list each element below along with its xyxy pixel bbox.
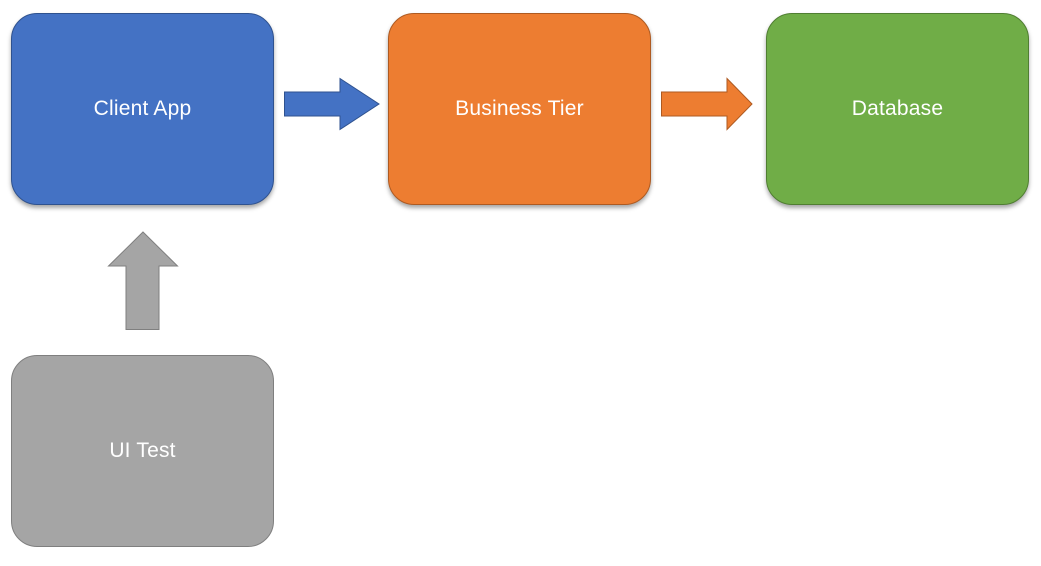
arrow-uitest-to-client [107, 231, 179, 330]
arrow-client-to-business [284, 77, 380, 131]
client-app-label: Client App [93, 97, 192, 120]
arrow-business-to-database-shape [661, 77, 753, 131]
database-label: Database [851, 97, 944, 120]
arrow-uitest-to-client-shape [107, 231, 179, 330]
ui-test-label: UI Test [109, 439, 176, 462]
business-tier-box: Business Tier [388, 13, 651, 205]
business-tier-label: Business Tier [455, 97, 584, 120]
database-box: Database [766, 13, 1029, 205]
arrow-business-to-database [661, 77, 753, 131]
ui-test-box: UI Test [11, 355, 274, 547]
client-app-box: Client App [11, 13, 274, 205]
arrow-client-to-business-shape [284, 77, 380, 131]
